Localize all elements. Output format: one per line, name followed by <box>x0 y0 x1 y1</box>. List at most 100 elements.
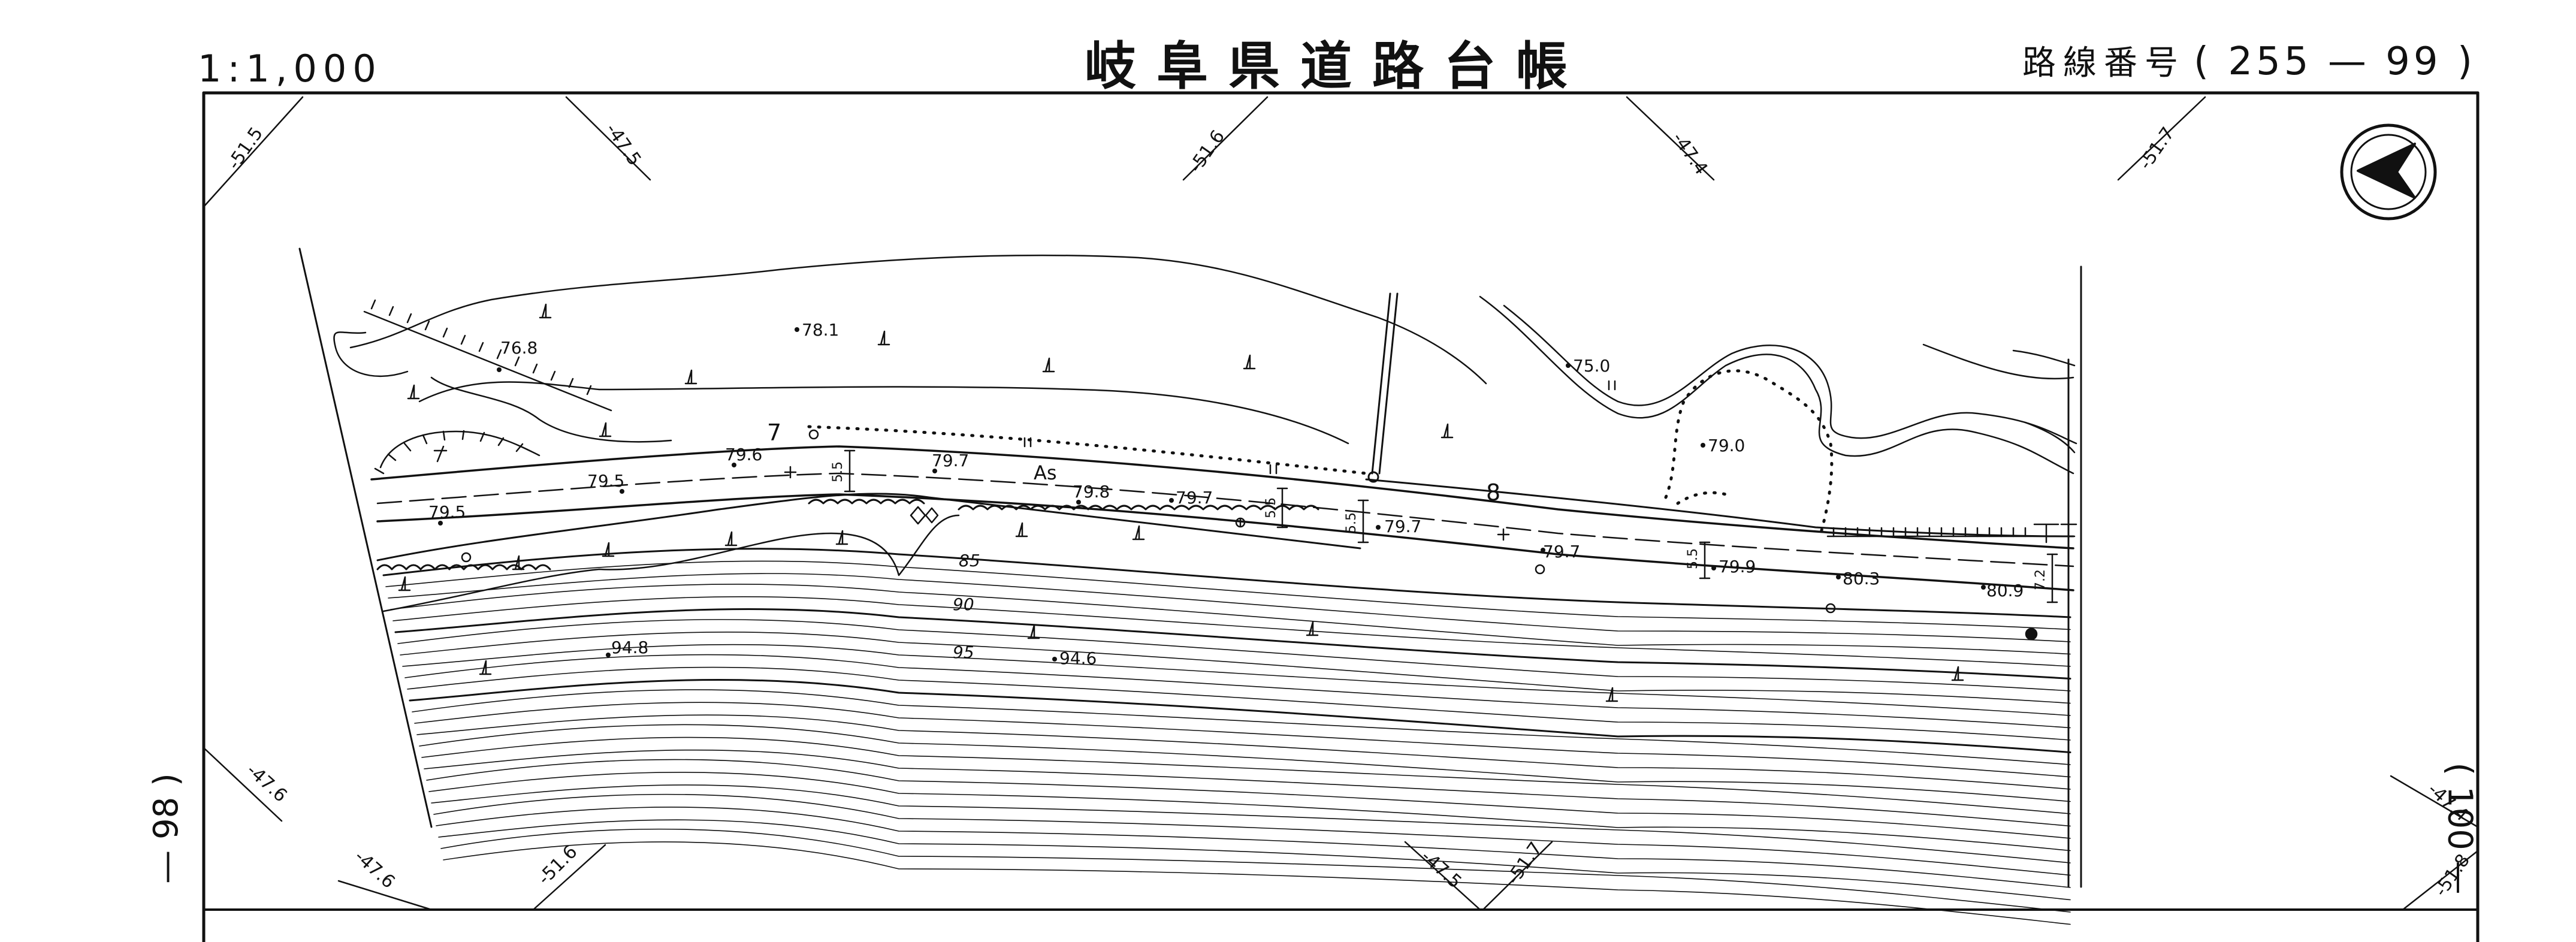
grass-symbol-icon <box>877 330 890 346</box>
grass-symbol-icon <box>602 542 615 557</box>
elevation-label: 79.7 <box>1543 542 1580 561</box>
elevation-label: 76.8 <box>500 338 537 358</box>
contour-line <box>438 819 2071 901</box>
grid-label: -51.7 <box>2135 123 2179 174</box>
grid-label: -47.6 <box>243 760 291 807</box>
grass-symbol-icon <box>1243 354 1256 370</box>
contour-line <box>419 724 2071 802</box>
elevation-label: 80.9 <box>1986 581 2024 600</box>
width-label: 5.5 <box>1344 512 1359 533</box>
grass-symbol-icon <box>479 660 492 675</box>
grid-label: -51.5 <box>224 123 267 174</box>
surface-label: As <box>1034 461 1057 484</box>
grass-symbol-icon <box>599 422 612 437</box>
contour-line <box>443 841 2071 925</box>
contour-label: 85 <box>959 551 980 570</box>
route-number-block: 路線番号( 255 — 99 ) <box>2022 36 2476 84</box>
contour-line <box>416 714 2071 790</box>
culvert <box>1367 292 1399 483</box>
north-arrow-icon <box>2340 123 2437 221</box>
embankment-hatching <box>363 299 612 475</box>
elevation-label: 79.5 <box>428 502 466 522</box>
section-number: 7 <box>767 419 781 446</box>
contour-line <box>388 573 2071 642</box>
contour-line <box>390 584 2071 655</box>
grass-symbol-icon <box>1042 357 1055 373</box>
contour-line <box>428 771 2071 852</box>
grass-symbol-icon <box>835 530 848 545</box>
grid-label: -47.4 <box>1668 129 1711 179</box>
width-label: 7.2 <box>2033 569 2048 590</box>
elevation-label: 79.9 <box>1719 557 1756 576</box>
map-title: 岐阜県道路台帳 <box>1085 37 1588 96</box>
contour-line <box>431 784 2071 864</box>
elevation-label: 79.8 <box>1073 482 1110 502</box>
grid-label: -47.5 <box>601 120 645 170</box>
grass-symbol-icon <box>1306 621 1319 636</box>
grass-symbol-icon <box>724 531 738 547</box>
map-scale: 1:1,000 <box>198 47 382 90</box>
grass-symbol-icon <box>398 303 1964 702</box>
section-number: 8 <box>1486 479 1500 506</box>
contour-line <box>404 654 2071 729</box>
survey-boundary <box>298 247 2082 888</box>
grass-symbol-icon <box>398 576 411 591</box>
contour-line <box>436 807 2071 888</box>
contour-line <box>424 749 2071 827</box>
elevation-label: 78.1 <box>802 320 839 340</box>
route-number: ( 255 — 99 ) <box>2194 40 2476 84</box>
contour-line <box>382 548 2071 618</box>
width-label: 5.5 <box>1264 497 1279 518</box>
slope-top-line <box>382 514 960 612</box>
elevation-label: 79.7 <box>1176 488 1213 508</box>
route-label: 路線番号 <box>2022 44 2185 83</box>
elevation-labels: 76.8 78.1 75.0 79.0 79.6 79.7 79.5 79.5 … <box>428 320 2024 668</box>
dotted-boundary <box>807 369 1834 532</box>
contour-line <box>409 678 2071 753</box>
grid-ticks <box>203 96 2479 911</box>
grass-symbol-icon <box>1015 522 1028 538</box>
elevation-label: 94.6 <box>1059 648 1097 668</box>
contour-label: 95 <box>953 642 974 662</box>
elevation-label: 80.3 <box>1843 569 1880 588</box>
width-labels: 5.5 5.5 5.5 5.5 7.2 <box>831 461 2048 590</box>
grid-label: -47.6 <box>351 846 399 893</box>
contour-line <box>412 689 2071 765</box>
contour-line <box>407 666 2071 741</box>
elevation-label: 79.0 <box>1708 436 1745 455</box>
terrain-outlines <box>333 254 2077 475</box>
contour-line <box>414 702 2071 778</box>
contour-line <box>402 644 2071 716</box>
width-label: 5.5 <box>831 461 845 482</box>
road-lines <box>370 445 2074 591</box>
contour-label: 90 <box>953 594 974 614</box>
contour-line <box>433 793 2071 876</box>
section-labels: 7 8 As <box>767 419 1500 506</box>
contour-line <box>440 828 2071 913</box>
elevation-label: 79.5 <box>587 471 624 491</box>
contour-line <box>421 736 2071 814</box>
elevation-label: 94.8 <box>611 638 648 657</box>
contour-lines <box>382 548 2071 925</box>
contour-line <box>392 596 2071 667</box>
contour-line <box>394 608 2071 680</box>
width-dimension-marks <box>844 449 2058 603</box>
grass-symbol-icon <box>1027 624 1040 639</box>
grass-symbol-icon <box>512 555 525 570</box>
grass-symbol-icon <box>407 384 420 400</box>
elevation-label: 79.7 <box>932 451 969 470</box>
width-label: 5.5 <box>1686 548 1701 569</box>
elevation-label: 79.6 <box>725 445 762 464</box>
grass-symbol-icon <box>1605 687 1618 702</box>
grass-symbol-icon <box>1951 666 1964 681</box>
map-frame <box>202 91 2480 942</box>
grass-symbol-icon <box>539 303 552 319</box>
grid-label: -51.8 <box>2430 850 2474 901</box>
contour-line <box>397 619 2071 692</box>
guardrail-right <box>1826 523 2077 544</box>
grid-label: -51.6 <box>1185 126 1229 177</box>
bench-mark-icon <box>433 445 448 463</box>
contour-labels: 85 90 95 <box>953 551 980 662</box>
grid-label: -51.7 <box>1503 838 1547 889</box>
map-symbols <box>433 380 2038 641</box>
